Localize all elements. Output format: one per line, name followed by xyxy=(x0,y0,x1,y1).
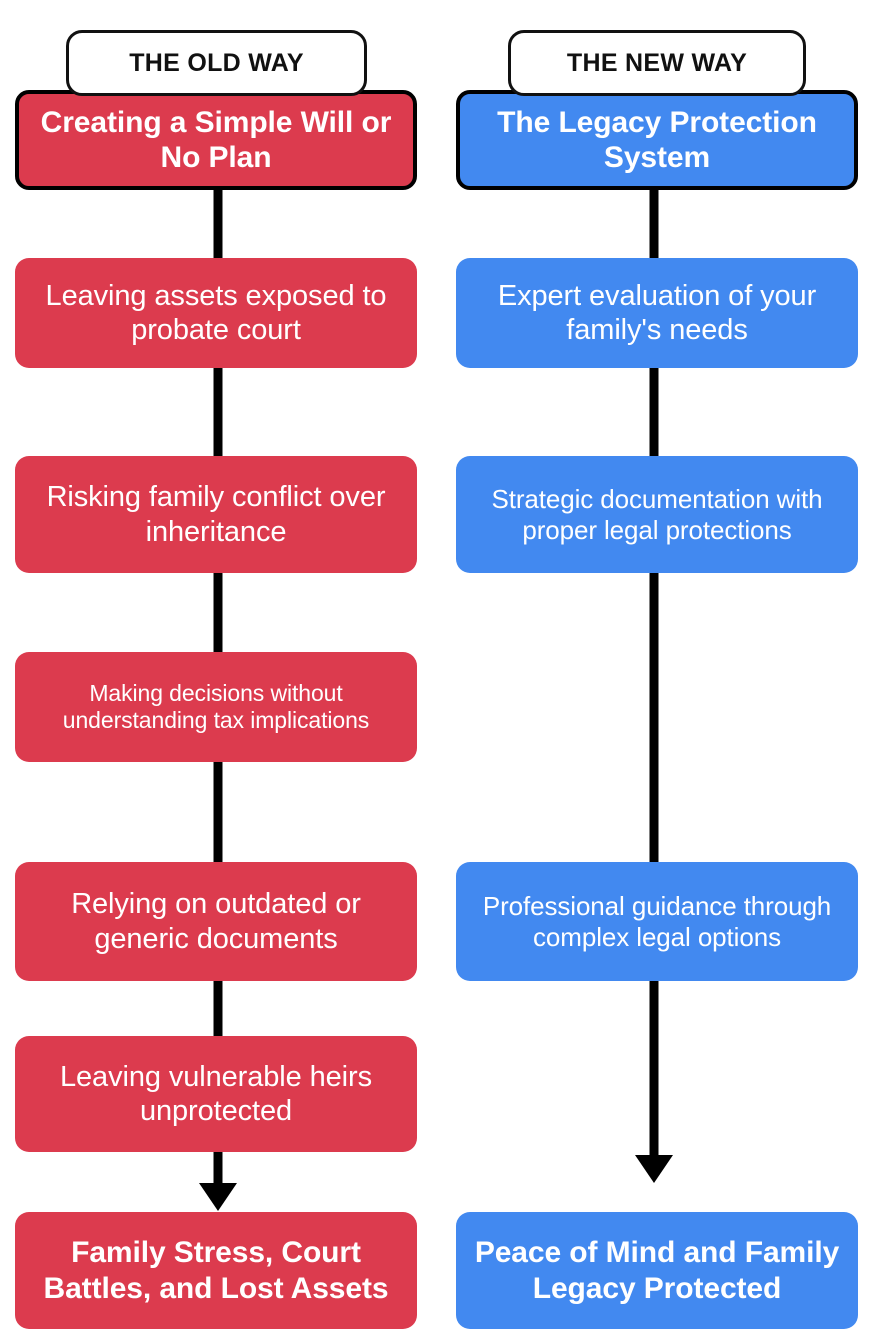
node-new-5[interactable]: Peace of Mind and Family Legacy Protecte… xyxy=(456,1212,858,1329)
connector-line xyxy=(649,186,659,264)
connector-line xyxy=(213,567,223,655)
connector-line xyxy=(213,760,223,866)
node-label: The Legacy Protection System xyxy=(497,105,817,174)
node-old-6[interactable]: Leaving vulnerable heirs unprotected xyxy=(15,1036,417,1152)
connector-line xyxy=(213,977,223,1039)
connector-line xyxy=(213,1146,223,1194)
node-label: Leaving vulnerable heirs unprotected xyxy=(60,1060,372,1127)
column-old-way: THE OLD WAY Creating a Simple Will or No… xyxy=(15,30,417,1329)
column-header-new-way: THE NEW WAY xyxy=(508,30,806,96)
node-old-1[interactable]: Creating a Simple Will or No Plan xyxy=(15,90,417,190)
node-label: Professional guidance through complex le… xyxy=(482,890,832,952)
node-old-4[interactable]: Making decisions without understanding t… xyxy=(15,652,417,762)
column-new-way: THE NEW WAY The Legacy Protection System… xyxy=(436,0,872,1344)
connector-line xyxy=(213,362,223,463)
node-label: Relying on outdated or generic documents xyxy=(71,888,361,955)
node-old-3[interactable]: Risking family conflict over inheritance xyxy=(15,456,417,573)
node-new-3[interactable]: Strategic documentation with proper lega… xyxy=(456,456,858,573)
column-header-old-way: THE OLD WAY xyxy=(66,30,367,96)
connector-line xyxy=(649,362,659,463)
connector-line xyxy=(649,567,659,867)
node-label: Risking family conflict over inheritance xyxy=(46,481,386,548)
node-label: Creating a Simple Will or No Plan xyxy=(40,105,392,174)
node-old-2[interactable]: Leaving assets exposed to probate court xyxy=(15,258,417,368)
node-new-4[interactable]: Professional guidance through complex le… xyxy=(456,862,858,981)
node-label: Leaving assets exposed to probate court xyxy=(45,279,387,346)
node-label: Strategic documentation with proper lega… xyxy=(491,483,823,545)
node-old-7[interactable]: Family Stress, Court Battles, and Lost A… xyxy=(15,1212,417,1329)
node-label: Making decisions without understanding t… xyxy=(62,679,370,733)
node-old-5[interactable]: Relying on outdated or generic documents xyxy=(15,862,417,981)
node-new-2[interactable]: Expert evaluation of your family's needs xyxy=(456,258,858,368)
connector-line xyxy=(213,186,223,264)
node-label: Peace of Mind and Family Legacy Protecte… xyxy=(474,1236,840,1305)
connector-line xyxy=(649,977,659,1167)
node-new-1[interactable]: The Legacy Protection System xyxy=(456,90,858,190)
column-header-label: THE OLD WAY xyxy=(129,48,304,77)
arrowhead-icon xyxy=(199,1183,237,1211)
column-header-label: THE NEW WAY xyxy=(566,48,748,77)
node-label: Family Stress, Court Battles, and Lost A… xyxy=(43,1236,389,1305)
arrowhead-icon xyxy=(635,1155,673,1183)
node-label: Expert evaluation of your family's needs xyxy=(497,279,817,346)
